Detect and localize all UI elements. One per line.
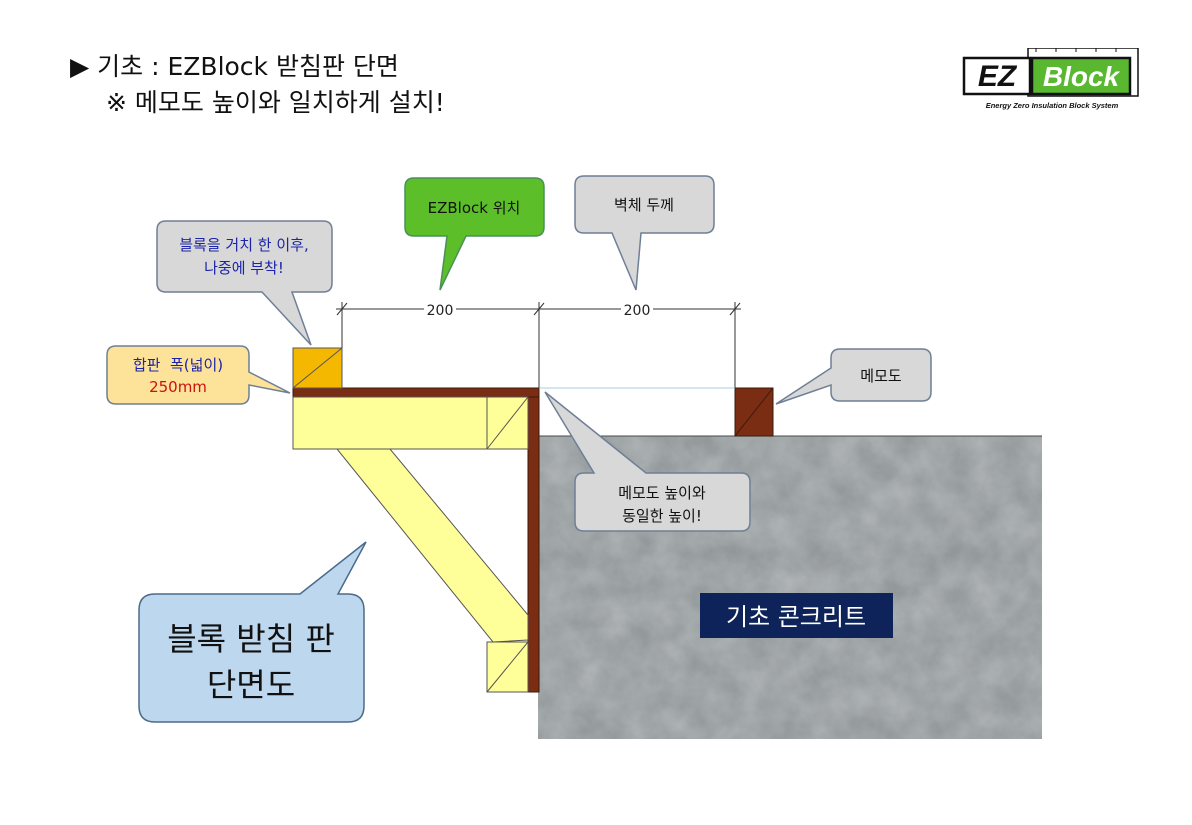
callout-section-title bbox=[138, 541, 367, 723]
callout-plywood-width-line2: 250mm bbox=[149, 378, 207, 396]
callout-ezblock-position bbox=[404, 177, 545, 291]
ezblock-logo: EZ Block Energy Zero Insulation Block Sy… bbox=[962, 48, 1139, 110]
page-title: ▶ 기초 : EZBlock 받침판 단면 bbox=[70, 52, 399, 81]
callout-memodo bbox=[775, 348, 932, 405]
callout-attach-later-line2: 나중에 부착! bbox=[204, 259, 284, 277]
callout-same-height bbox=[544, 391, 751, 532]
callout-memodo-text: 메모도 bbox=[860, 367, 902, 385]
logo-ez-text: EZ bbox=[978, 60, 1018, 93]
dimension-left: 200 bbox=[427, 303, 454, 319]
callout-section-title-line2: 단면도 bbox=[207, 666, 295, 704]
callout-wall-thickness-text: 벽체 두께 bbox=[614, 196, 674, 214]
callout-wall-thickness bbox=[574, 175, 715, 291]
callout-attach-later-line1: 블록을 거치 한 이후, bbox=[179, 236, 308, 254]
callout-same-height-line2: 동일한 높이! bbox=[622, 507, 702, 525]
logo-tagline: Energy Zero Insulation Block System bbox=[986, 101, 1119, 110]
page-subtitle: ※ 메모도 높이와 일치하게 설치! bbox=[106, 88, 445, 117]
callout-same-height-line1: 메모도 높이와 bbox=[618, 484, 706, 502]
callout-plywood-width bbox=[106, 345, 291, 405]
dimension-lines bbox=[336, 302, 741, 388]
callout-plywood-width-line1: 합판 폭(넓이) bbox=[133, 356, 223, 374]
diagonal-brace bbox=[335, 448, 529, 643]
callout-attach-later bbox=[156, 220, 333, 346]
dimension-right: 200 bbox=[624, 303, 651, 319]
concrete-label-box bbox=[700, 593, 893, 638]
horizontal-plywood bbox=[292, 387, 540, 398]
concrete-label: 기초 콘크리트 bbox=[726, 603, 866, 631]
callout-ezblock-position-text: EZBlock 위치 bbox=[428, 199, 521, 217]
logo-block-text: Block bbox=[1043, 61, 1121, 92]
callout-section-title-line1: 블록 받침 판 bbox=[167, 620, 335, 658]
vertical-plywood bbox=[527, 387, 540, 693]
